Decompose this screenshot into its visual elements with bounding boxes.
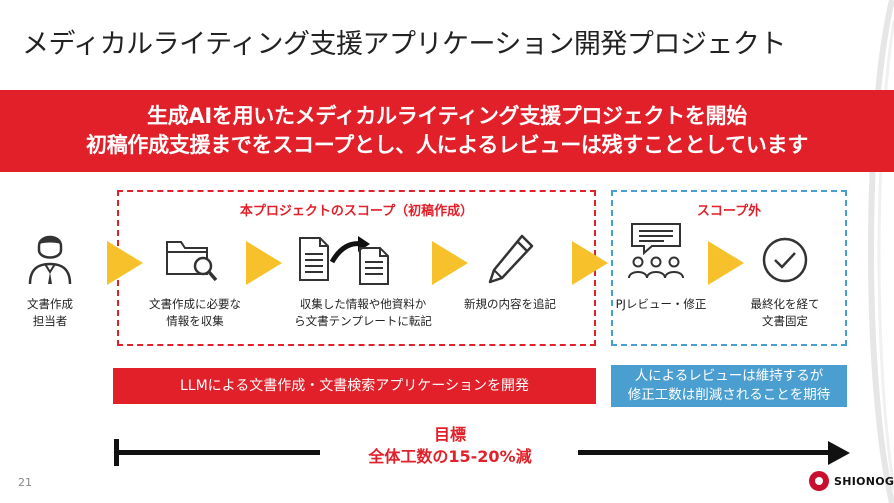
flow-arrow-3 — [432, 241, 468, 285]
step-label-collect: 文書作成に必要な 情報を収集 — [149, 297, 241, 328]
decorative-swoosh — [868, 0, 894, 503]
flow-arrow-1 — [107, 241, 143, 285]
step-label-finalize: 最終化を経て 文書固定 — [750, 297, 820, 328]
development-scope-bar: LLMによる文書作成・文書検索アプリケーションを開発 — [113, 368, 596, 404]
goal-arrow-line-right — [578, 450, 830, 455]
headline-banner: 生成AIを用いたメディカルライティング支援プロジェクトを開始 初稿作成支援までを… — [0, 90, 894, 172]
flow-arrow-4 — [572, 241, 608, 285]
banner-line-2: 初稿作成支援までをスコープとし、人によるレビューは残すこととしています — [86, 133, 808, 157]
goal-text: 目標 全体工数の15-20%減 — [330, 424, 570, 468]
folder-search-icon — [166, 241, 218, 282]
flow-arrow-2 — [246, 241, 282, 285]
step-label-append: 新規の内容を追記 — [464, 297, 556, 311]
step-label-transfer: 収集した情報や他資料か ら文書テンプレートに転記 — [294, 297, 432, 328]
pencil-icon — [488, 234, 534, 284]
document-transfer-icon — [299, 236, 389, 285]
page-number: 21 — [18, 476, 32, 489]
flow-arrow-5 — [708, 241, 744, 285]
project-scope-title: 本プロジェクトのスコープ（初稿作成） — [239, 204, 474, 219]
goal-arrow-head — [828, 441, 850, 465]
step-label-review: PJレビュー・修正 — [615, 297, 707, 311]
review-meeting-icon — [628, 223, 684, 279]
brand-logo: SHIONOGI — [809, 470, 894, 492]
brand-name: SHIONOGI — [834, 474, 894, 488]
goal-heading: 目標 — [433, 425, 466, 444]
brand-logo-mark — [809, 471, 829, 491]
review-expectation-line-1: 人によるレビューは維持するが — [634, 368, 824, 384]
review-expectation-line-2: 修正工数は削減されることを期待 — [627, 387, 831, 403]
step-label-person: 文書作成 担当者 — [27, 297, 73, 328]
review-expectation-bar: 人によるレビューは維持するが 修正工数は削減されることを期待 — [611, 365, 847, 407]
person-icon — [28, 235, 72, 285]
out-of-scope-title: スコープ外 — [696, 204, 762, 219]
goal-target: 全体工数の15-20%減 — [368, 447, 532, 466]
out-of-scope-box — [611, 190, 847, 346]
check-circle-icon — [762, 237, 808, 283]
goal-arrow-line-left — [114, 450, 320, 455]
slide-title: メディカルライティング支援アプリケーション開発プロジェクト — [22, 29, 786, 60]
banner-line-1: 生成AIを用いたメディカルライティング支援プロジェクトを開始 — [147, 104, 747, 128]
